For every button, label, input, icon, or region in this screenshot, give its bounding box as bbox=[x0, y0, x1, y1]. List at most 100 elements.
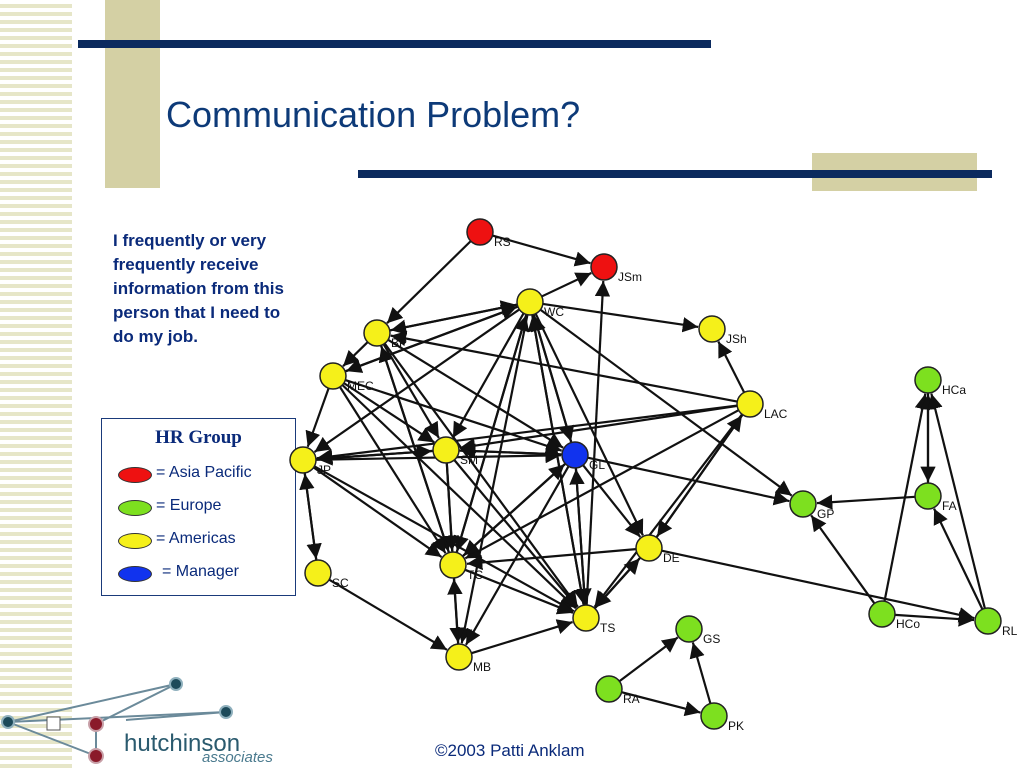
edge-GL-to-DE bbox=[582, 464, 642, 538]
edge-GL-to-SM bbox=[459, 443, 563, 459]
node-JSh bbox=[698, 315, 726, 343]
node-RA bbox=[595, 675, 623, 703]
legend-label: = Manager bbox=[162, 563, 239, 580]
edge-SM-to-TS bbox=[453, 459, 578, 608]
edge-LAC-to-JSh bbox=[717, 340, 746, 393]
edge-TC-to-BP bbox=[378, 345, 450, 553]
node-label-JSm: JSm bbox=[618, 270, 642, 284]
node-DE bbox=[635, 534, 663, 562]
node-LAC bbox=[736, 390, 764, 418]
edge-LAC-to-TS bbox=[593, 413, 743, 608]
edge-GL-to-WC bbox=[530, 315, 573, 443]
edge-WC-to-MB bbox=[457, 314, 529, 644]
decorative-block-left bbox=[105, 0, 160, 188]
legend-title: HR Group bbox=[155, 427, 242, 448]
node-label-TS: TS bbox=[600, 621, 615, 635]
edge-GL-to-GP bbox=[587, 456, 790, 506]
node-label-RA: RA bbox=[623, 692, 640, 706]
edge-TS-to-JSm bbox=[585, 280, 611, 606]
edge-HCo-to-GP bbox=[810, 514, 876, 605]
node-GL bbox=[561, 441, 589, 469]
edge-MEC-to-SM bbox=[343, 382, 435, 444]
logo-tagline: associates bbox=[202, 749, 273, 766]
node-SM bbox=[432, 436, 460, 464]
node-BP bbox=[363, 319, 391, 347]
node-MEC bbox=[319, 362, 347, 390]
node-FA bbox=[914, 482, 942, 510]
edge-JP-to-TC bbox=[313, 466, 443, 558]
node-label-DE: DE bbox=[663, 551, 680, 565]
edge-DE-to-TC bbox=[466, 548, 637, 571]
slide-title: Communication Problem? bbox=[166, 94, 581, 135]
edge-MEC-to-TS bbox=[341, 384, 577, 610]
edge-BP-to-GL bbox=[387, 338, 564, 449]
edge-RL-to-FA bbox=[933, 508, 984, 610]
node-GP bbox=[789, 490, 817, 518]
logo-brand: hutchinson bbox=[124, 730, 240, 757]
node-GS bbox=[675, 615, 703, 643]
legend-swatch bbox=[118, 500, 152, 516]
edge-LAC-to-SM bbox=[459, 404, 738, 454]
edge-RA-to-GS bbox=[618, 636, 679, 683]
edge-MB-to-TS bbox=[471, 619, 573, 655]
company-logo: hutchinson associates bbox=[1, 677, 273, 766]
edge-BP-to-MEC bbox=[342, 341, 369, 368]
network-edges bbox=[299, 234, 986, 717]
legend-box: HR Group = Asia Pacific = Europe = Ameri… bbox=[101, 418, 296, 596]
edge-WC-to-JP bbox=[313, 308, 520, 453]
node-TS bbox=[572, 604, 600, 632]
legend-label: = Europe bbox=[156, 497, 222, 514]
edge-LAC-to-TC bbox=[464, 409, 740, 560]
edge-LAC-to-BP bbox=[390, 330, 738, 403]
node-MB bbox=[445, 643, 473, 671]
edge-TC-to-TS bbox=[464, 568, 574, 615]
node-label-PK: PK bbox=[728, 719, 744, 733]
edge-RA-to-PK bbox=[621, 691, 701, 717]
edge-LAC-to-DE bbox=[656, 414, 744, 538]
node-label-BP: BP bbox=[391, 336, 407, 350]
edge-FA-to-GP bbox=[816, 494, 916, 510]
legend-label: = Asia Pacific bbox=[156, 464, 252, 481]
node-label-GL: GL bbox=[589, 458, 605, 472]
legend-label: = Americas bbox=[156, 530, 236, 547]
node-TC bbox=[439, 551, 467, 579]
copyright-footer: ©2003 Patti Anklam bbox=[435, 741, 585, 760]
node-label-GP: GP bbox=[817, 507, 834, 521]
node-label-SM: SM bbox=[460, 453, 478, 467]
edge-SC-to-MB bbox=[328, 578, 448, 651]
node-HCo bbox=[868, 600, 896, 628]
legend-swatch bbox=[118, 566, 152, 582]
node-label-RS: RS bbox=[494, 235, 511, 249]
node-label-WC: WC bbox=[544, 305, 564, 319]
edge-WC-to-GP bbox=[539, 308, 793, 497]
node-label-GS: GS bbox=[703, 632, 720, 646]
edge-WC-to-MEC bbox=[345, 305, 519, 373]
edge-JP-to-TS bbox=[313, 465, 575, 613]
node-label-JP: JP bbox=[317, 463, 331, 477]
edge-GL-to-MB bbox=[465, 465, 570, 646]
node-label-HCo: HCo bbox=[896, 617, 920, 631]
edge-DE-to-RL bbox=[661, 549, 975, 623]
edge-BP-to-TS bbox=[383, 342, 579, 608]
node-JSm bbox=[590, 253, 618, 281]
node-label-MB: MB bbox=[473, 660, 491, 674]
edge-WC-to-SM bbox=[451, 312, 525, 439]
node-RS bbox=[466, 218, 494, 246]
node-label-SC: SC bbox=[332, 576, 349, 590]
edge-BP-to-WC bbox=[389, 300, 517, 332]
edge-RS-to-BP bbox=[386, 240, 472, 324]
edge-WC-to-JSm bbox=[541, 271, 592, 298]
node-PK bbox=[700, 702, 728, 730]
network-description: I frequently or very frequently receive … bbox=[113, 231, 284, 346]
legend-swatch bbox=[118, 533, 152, 549]
edge-RL-to-HCa bbox=[927, 393, 986, 609]
node-label-TC: TC bbox=[467, 568, 483, 582]
node-label-LAC: LAC bbox=[764, 407, 788, 421]
edge-MEC-to-JP bbox=[305, 387, 330, 448]
edge-MB-to-TC bbox=[447, 578, 463, 645]
edge-TS-to-GL bbox=[569, 468, 587, 606]
edge-BP-to-SM bbox=[382, 343, 440, 439]
title-rule-bottom bbox=[358, 170, 992, 178]
